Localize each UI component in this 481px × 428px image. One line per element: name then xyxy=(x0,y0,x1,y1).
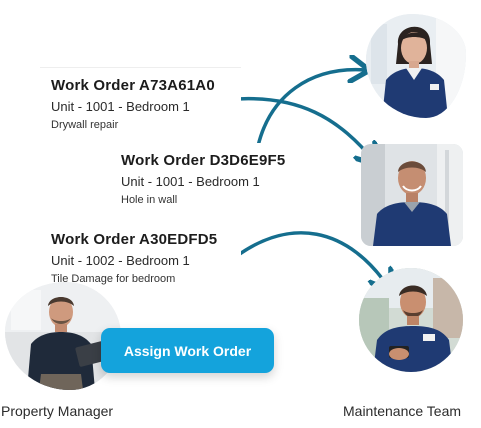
maintenance-team-caption: Maintenance Team xyxy=(343,403,462,419)
technician-photo-1 xyxy=(366,14,466,118)
work-order-card[interactable]: Work Order A73A61A0 Unit - 1001 - Bedroo… xyxy=(40,67,241,141)
assign-work-order-button[interactable]: Assign Work Order xyxy=(101,328,274,373)
work-order-description: Drywall repair xyxy=(51,119,119,131)
work-order-card[interactable]: Work Order D3D6E9F5 Unit - 1001 - Bedroo… xyxy=(110,143,311,216)
work-order-title: Work Order A73A61A0 xyxy=(51,77,215,94)
work-order-description: Hole in wall xyxy=(121,194,178,206)
technician-photo-2 xyxy=(361,144,463,246)
technician-photo-3 xyxy=(359,268,463,372)
work-order-description: Tile Damage for bedroom xyxy=(51,273,176,285)
work-order-card[interactable]: Work Order A30EDFD5 Unit - 1002 - Bedroo… xyxy=(40,222,241,291)
property-manager-caption: Property Manager xyxy=(1,403,114,419)
arrow-wo2-to-tech1 xyxy=(256,70,366,148)
work-order-unit: Unit - 1001 - Bedroom 1 xyxy=(121,174,260,189)
work-order-title: Work Order A30EDFD5 xyxy=(51,231,218,248)
work-order-unit: Unit - 1001 - Bedroom 1 xyxy=(51,99,190,114)
work-order-unit: Unit - 1002 - Bedroom 1 xyxy=(51,253,190,268)
work-order-title: Work Order D3D6E9F5 xyxy=(121,152,286,169)
